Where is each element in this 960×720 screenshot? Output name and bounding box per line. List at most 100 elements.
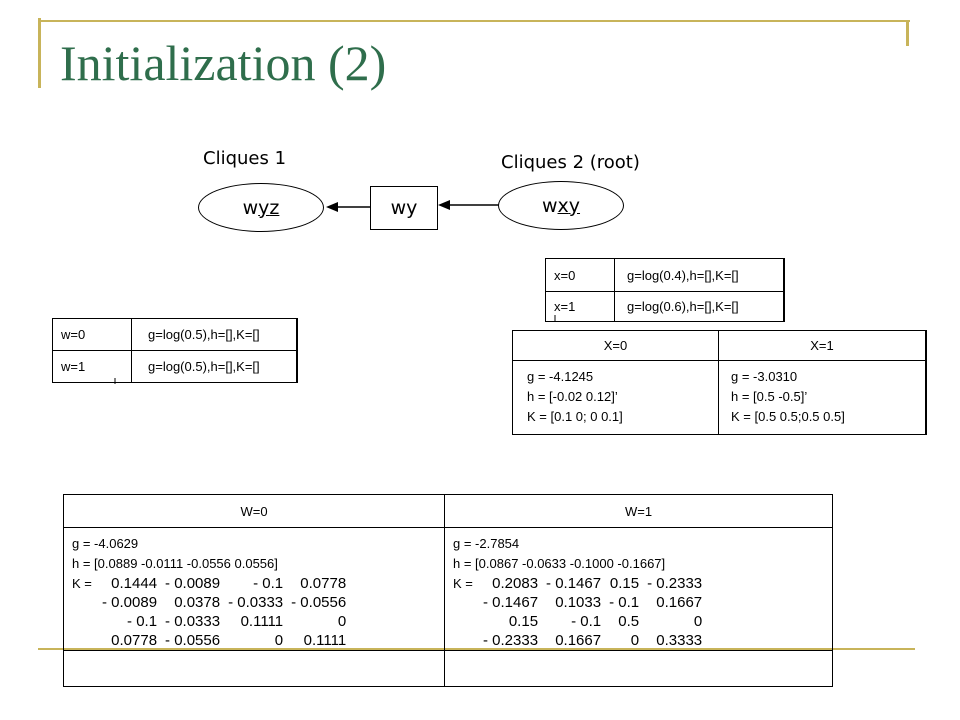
- table-W-gaussian: W=0 W=1 g = -4.0629 h = [0.0889 -0.0111 …: [63, 494, 833, 687]
- matrix-cell: 0.1667: [656, 594, 703, 611]
- column-header: W=0: [63, 494, 445, 528]
- empty-cell: [444, 650, 833, 687]
- matrix-cell: - 0.2333: [647, 575, 703, 592]
- matrix-cell: 0: [274, 632, 284, 649]
- matrix-cell: - 0.1467: [483, 594, 539, 611]
- k-value: K = [0.1 0; 0 0.1]: [527, 409, 623, 424]
- cliques-2-label: Cliques 2 (root): [501, 152, 640, 173]
- h-value: h = [-0.02 0.12]’: [527, 389, 618, 404]
- k-matrix: 0.2083 - 0.1467 0.15 - 0.2333 - 0.1467 0.103…: [479, 574, 706, 650]
- g-value: g = -4.1245: [527, 369, 594, 384]
- matrix-row: 0.1444 - 0.0089 - 0.1 0.0778: [98, 574, 350, 593]
- table-row: g = -4.0629 h = [0.0889 -0.0111 -0.0556 …: [63, 527, 833, 651]
- h-value: h = [0.5 -0.5]’: [731, 389, 808, 404]
- matrix-cell: - 0.1467: [546, 575, 602, 592]
- table-row: x=1 g=log(0.6),h=[],K=[]: [545, 291, 785, 322]
- arrowhead-separator: [438, 200, 450, 210]
- separator-label: wy: [390, 197, 418, 219]
- matrix-row: 0.15 - 0.1 0.5 0: [479, 612, 706, 631]
- matrix-cell: - 0.0089: [102, 594, 158, 611]
- table-row: w=0 g=log(0.5),h=[],K=[]: [52, 318, 298, 351]
- matrix-cell: - 0.1: [253, 575, 284, 592]
- matrix-cell: 0.15: [508, 613, 539, 630]
- k-label: K =: [72, 576, 92, 591]
- parameter-cell: g = -4.0629 h = [0.0889 -0.0111 -0.0556 …: [63, 527, 445, 651]
- matrix-cell: 0: [630, 632, 640, 649]
- matrix-cell: - 0.1: [609, 594, 640, 611]
- column-header: X=1: [718, 330, 927, 361]
- decorative-top-rule: [38, 20, 910, 22]
- matrix-cell: 0.0778: [300, 575, 347, 592]
- column-header: X=0: [512, 330, 719, 361]
- value-cell: g=log(0.6),h=[],K=[]: [614, 291, 785, 322]
- matrix-cell: - 0.0333: [165, 613, 221, 630]
- matrix-cell: - 0.0333: [228, 594, 284, 611]
- matrix-row: - 0.1 - 0.0333 0.1111 0: [98, 612, 350, 631]
- table-X-gaussian: X=0 X=1 g = -4.1245 h = [-0.02 0.12]’ K …: [512, 330, 927, 435]
- decorative-vertical-bar: [38, 18, 41, 88]
- node-letter: z: [269, 196, 280, 219]
- matrix-row: 0.2083 - 0.1467 0.15 - 0.2333: [479, 574, 706, 593]
- parameter-cell: g = -3.0310 h = [0.5 -0.5]’ K = [0.5 0.5…: [718, 360, 927, 435]
- node-letter: y: [258, 196, 270, 219]
- table-row: x=0 g=log(0.4),h=[],K=[]: [545, 258, 785, 292]
- table-row-empty: [63, 650, 833, 687]
- matrix-cell: - 0.0556: [165, 632, 221, 649]
- matrix-cell: 0: [337, 613, 347, 630]
- matrix-cell: 0.3333: [656, 632, 703, 649]
- node-letter: x: [557, 194, 569, 217]
- matrix-cell: 0.1667: [555, 632, 602, 649]
- matrix-cell: 0.0778: [111, 632, 158, 649]
- node-letter: w: [242, 196, 259, 219]
- arrowhead-clique1: [326, 202, 338, 212]
- table-w-potentials: w=0 g=log(0.5),h=[],K=[] w=1 g=log(0.5),…: [52, 318, 298, 383]
- decorative-right-tick: [906, 20, 909, 46]
- node-letter: w: [541, 194, 558, 217]
- k-label: K =: [453, 576, 473, 591]
- matrix-cell: - 0.1: [127, 613, 158, 630]
- empty-cell: [63, 650, 445, 687]
- node-letter: y: [568, 194, 581, 217]
- matrix-cell: 0.1444: [111, 575, 158, 592]
- matrix-cell: - 0.0556: [291, 594, 347, 611]
- table-header-row: X=0 X=1: [512, 330, 927, 361]
- parameter-cell: g = -2.7854 h = [0.0867 -0.0633 -0.1000 …: [444, 527, 833, 651]
- value-cell: g=log(0.4),h=[],K=[]: [614, 258, 785, 292]
- matrix-cell: 0: [693, 613, 703, 630]
- matrix-cell: 0.15: [609, 575, 640, 592]
- matrix-cell: - 0.0089: [165, 575, 221, 592]
- slide-title: Initialization (2): [60, 35, 387, 91]
- h-value: h = [0.0867 -0.0633 -0.1000 -0.1667]: [453, 556, 666, 571]
- table-header-row: W=0 W=1: [63, 494, 833, 528]
- matrix-cell: 0.1033: [555, 594, 602, 611]
- matrix-cell: 0.5: [618, 613, 640, 630]
- matrix-row: 0.0778 - 0.0556 0 0.1111: [98, 631, 350, 650]
- matrix-row: - 0.0089 0.0378 - 0.0333 - 0.0556: [98, 593, 350, 612]
- table-x-potentials: x=0 g=log(0.4),h=[],K=[] x=1 g=log(0.6),…: [545, 258, 785, 322]
- parameter-cell: g = -4.1245 h = [-0.02 0.12]’ K = [0.1 0…: [512, 360, 719, 435]
- matrix-cell: 0.1111: [240, 613, 284, 630]
- state-cell: w=1: [52, 350, 132, 383]
- g-value: g = -2.7854: [453, 536, 520, 551]
- matrix-row: - 0.2333 0.1667 0 0.3333: [479, 631, 706, 650]
- matrix-cell: 0.2083: [492, 575, 539, 592]
- state-cell: x=1: [545, 291, 615, 322]
- k-matrix: 0.1444 - 0.0089 - 0.1 0.0778 - 0.0089 0.0378…: [98, 574, 350, 650]
- state-cell: x=0: [545, 258, 615, 292]
- matrix-cell: 0.1111: [303, 632, 347, 649]
- state-cell: w=0: [52, 318, 132, 351]
- separator-wy-box: wy: [370, 186, 438, 230]
- cliques-1-label: Cliques 1: [203, 148, 287, 169]
- value-cell: g=log(0.5),h=[],K=[]: [131, 350, 298, 383]
- matrix-cell: - 0.2333: [483, 632, 539, 649]
- table-row: g = -4.1245 h = [-0.02 0.12]’ K = [0.1 0…: [512, 360, 927, 435]
- g-value: g = -3.0310: [731, 369, 798, 384]
- k-value: K = [0.5 0.5;0.5 0.5]: [731, 409, 845, 424]
- matrix-cell: 0.0378: [174, 594, 221, 611]
- h-value: h = [0.0889 -0.0111 -0.0556 0.0556]: [72, 556, 278, 571]
- matrix-cell: - 0.1: [571, 613, 602, 630]
